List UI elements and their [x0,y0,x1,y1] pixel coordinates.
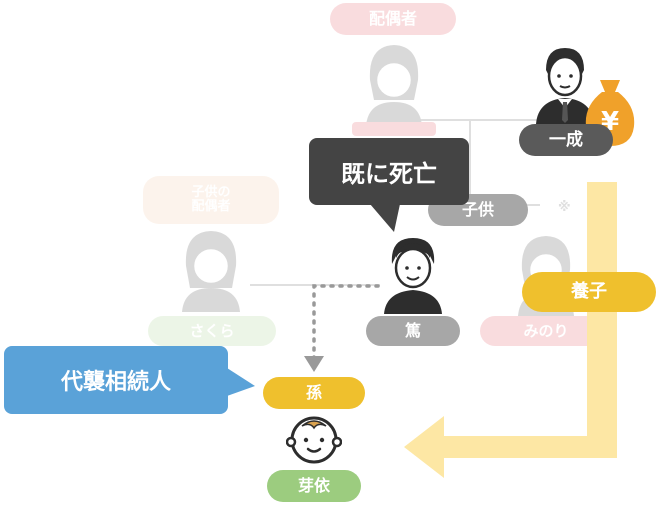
issei-label: 一成 [519,124,613,156]
adopted-label: 養子 [522,272,656,312]
businessman-icon [536,48,594,124]
woman-icon [182,231,240,312]
young-man-icon [384,238,442,314]
atsushi-label: 篤 [366,316,460,346]
mei-label: 芽依 [267,470,361,502]
sakura-label: さくら [148,316,276,346]
note-text: ※ [558,200,571,215]
deceased-callout: 既に死亡 [309,138,469,205]
deceased-callout-pointer [370,204,400,232]
woman-icon [366,45,422,126]
heir-callout-pointer [227,368,255,396]
baby-face-icon [286,416,342,464]
heir-callout: 代襲相続人 [4,346,228,414]
grandchild-label: 孫 [263,377,365,409]
spouse-label: 配偶者 [330,3,456,35]
child-spouse-label: 子供の 配偶者 [143,176,279,224]
spouse-name-placeholder [352,122,436,136]
